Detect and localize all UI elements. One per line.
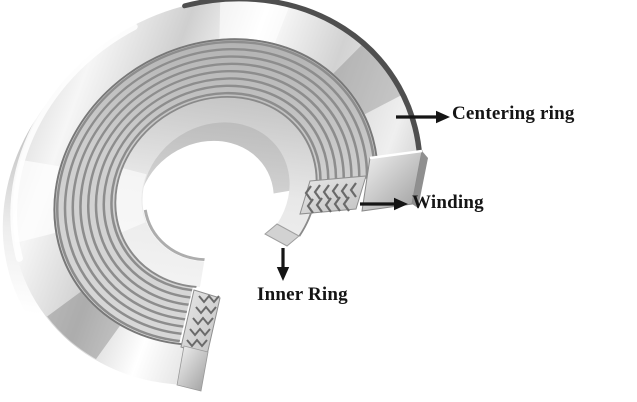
winding-outer-edge [53, 38, 379, 346]
winding-cut-face-upper [299, 175, 367, 215]
outer-rim-shadow [182, 0, 423, 160]
metal-streak [12, 159, 61, 243]
outer-rim-glint [10, 23, 138, 262]
inner-ring-cut-face [264, 223, 300, 247]
winding-layer-chevrons [186, 294, 220, 348]
gasket-illustration [2, 0, 428, 397]
winding-band [53, 38, 379, 345]
block-top-highlight [369, 149, 423, 160]
winding-inner-edge [114, 96, 318, 288]
winding-cut-face-lower [180, 289, 221, 356]
winding-arrow-icon [360, 197, 408, 211]
label-winding: Winding [412, 192, 484, 213]
inner-ring-band [115, 96, 317, 288]
metal-streak [218, 0, 290, 44]
centering-ring-cut-end [361, 149, 428, 212]
metal-streak-dark [47, 291, 121, 360]
metal-streak-dark [333, 43, 402, 115]
gasket-front-face [10, 0, 423, 385]
label-inner-ring: Inner Ring [257, 284, 348, 305]
label-centering-ring: Centering ring [452, 103, 575, 124]
centering-ring-arrow-icon [396, 110, 450, 124]
winding-stripes [56, 40, 376, 343]
inner-ring-arrow-icon [276, 248, 290, 281]
bore-shadow [143, 209, 205, 262]
centering-ring-lower-end [176, 345, 209, 392]
inner-ring-streak [116, 168, 147, 233]
centering-ring-band [11, 0, 420, 385]
winding-layer-chevrons [304, 182, 357, 214]
